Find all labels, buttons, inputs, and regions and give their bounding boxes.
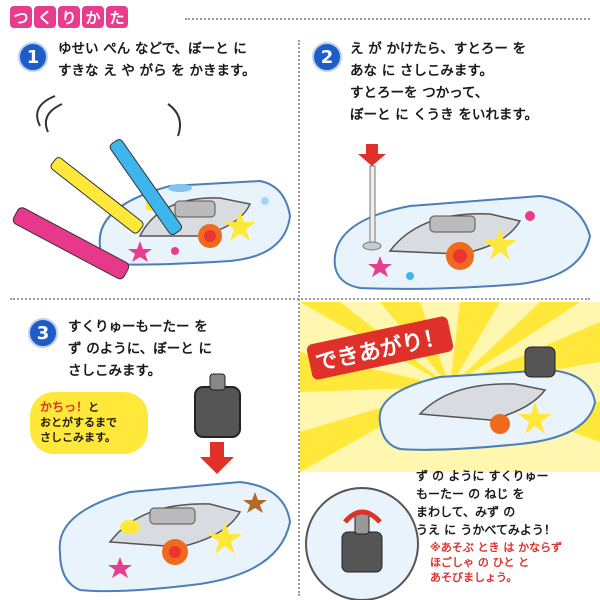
vertical-divider [298,40,300,596]
rotate-arrow-icon [343,509,382,524]
blue-pen [109,139,183,236]
screw-motor [194,386,241,438]
step-2-illustration [333,144,592,290]
title-char: た [106,6,128,28]
step-2-number: 2 [312,42,342,72]
yellow-pen [50,157,144,234]
down-arrow-icon [358,144,386,166]
click-sound-text: かちっ！ [40,400,89,414]
finish-burst [300,302,600,472]
horizontal-divider [10,298,590,300]
screw-zoom-illustration [305,487,419,600]
finish-text: ず の ように すくりゅー もーたー の ねじ を まわして、みず の うえ に… [416,469,556,537]
step-1-text: ゆせい ぺん などで、ぼーと に すきな え や がら を かきます。 [58,41,256,79]
step-1-panel: 1 ゆせい ぺん などで、ぼーと に すきな え や がら を かきます。 [0,36,296,296]
title-char: く [34,6,56,28]
down-arrow-icon [200,442,234,474]
step-3-text: すくりゅーもーたー を ず のように、ぼーと に さしこみます。 [68,319,212,379]
step-1-illustration [12,95,292,280]
speech-bubble: かちっ！と おとがするまで さしこみます。 [30,392,148,454]
pink-pen [12,207,130,280]
title-bar: つ く り か た [10,6,128,28]
title-char: つ [10,6,32,28]
title-divider [185,18,590,20]
step-1-number: 1 [18,42,48,72]
step-4-panel: できあがり！ [300,302,600,600]
step-2-text: え が かけたら、すとろー を あな に さしこみます。 すとろーを つかって、… [350,41,538,123]
straw [369,165,376,247]
title-char: り [58,6,80,28]
step-3-panel: 3 すくりゅーもーたー を ず のように、ぼーと に さしこみます。 かちっ！と… [0,302,296,600]
step-2-panel: 2 え が かけたら、すとろー を あな に さしこみます。 すとろーを つかっ… [300,36,600,296]
safety-note: ※あそぶ とき は かならず ほごしゃ の ひと と あそびましょう。 [430,541,562,584]
step-3-number: 3 [28,318,58,348]
title-char: か [82,6,104,28]
bubble-text: と おとがするまで さしこみます。 [40,401,117,444]
step-3-illustration [58,373,292,593]
